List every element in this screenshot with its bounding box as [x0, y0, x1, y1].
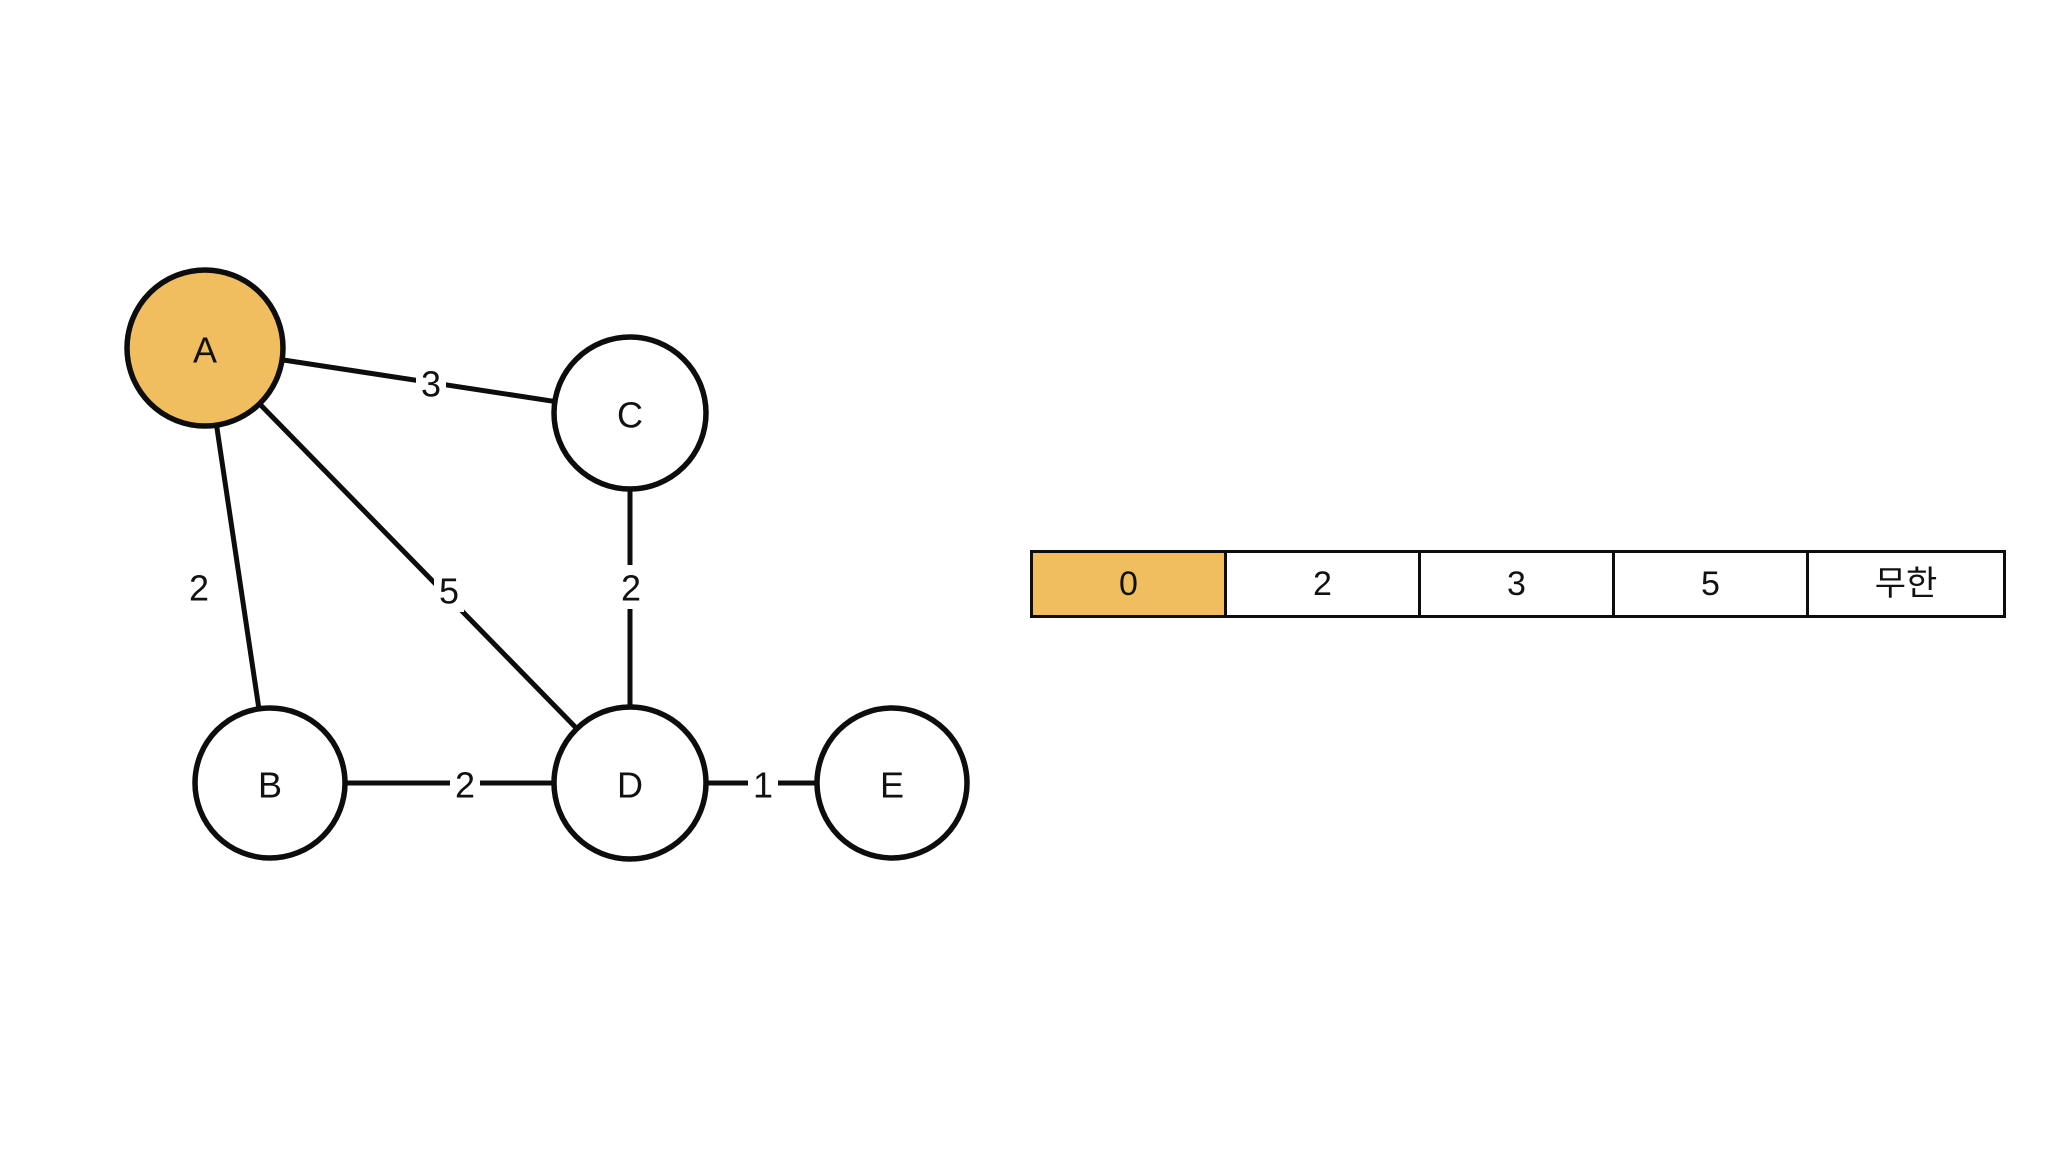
- distance-table: 0 2 3 5 무한: [1030, 550, 2006, 618]
- edge-weight-a-d: 5: [439, 571, 459, 612]
- edge-weight-backdrop: [434, 568, 464, 612]
- graph-node-c[interactable]: [551, 334, 709, 492]
- graph-node-b[interactable]: [192, 705, 348, 861]
- edge-weight-c-d: 2: [621, 568, 641, 609]
- graph-node-label-d: D: [617, 765, 643, 806]
- node-layer: A B C D E: [124, 267, 970, 862]
- distance-cell-2[interactable]: 3: [1421, 553, 1615, 615]
- distance-cell-0[interactable]: 0: [1033, 553, 1227, 615]
- distance-cell-value: 0: [1119, 565, 1138, 603]
- graph-edge-a-b: [213, 422, 262, 712]
- distance-cell-3[interactable]: 5: [1615, 553, 1809, 615]
- graph-node-label-a: A: [193, 330, 217, 371]
- distance-cell-value: 2: [1313, 565, 1332, 603]
- distance-cell-value: 5: [1701, 565, 1720, 603]
- edge-weight-backdrop: [748, 762, 778, 806]
- graph-node-label-e: E: [880, 765, 904, 806]
- edge-weight-a-b: 2: [189, 568, 209, 609]
- edge-weight-backdrop: [416, 361, 446, 405]
- graph-node-e[interactable]: [814, 705, 970, 861]
- distance-cell-1[interactable]: 2: [1227, 553, 1421, 615]
- edge-weight-b-d: 2: [455, 765, 475, 806]
- edge-weight-backdrop: [184, 565, 214, 609]
- edge-weight-a-c: 3: [421, 364, 441, 405]
- graph-canvas: A B C D E 3 2 5 2 2 1: [124, 267, 970, 862]
- graph-node-label-b: B: [258, 765, 282, 806]
- graph-panel: A B C D E 3 2 5 2 2 1: [0, 0, 1020, 1152]
- edge-weight-backdrop: [450, 762, 480, 806]
- distance-cell-value: 3: [1507, 565, 1526, 603]
- edge-weight-d-e: 1: [753, 765, 773, 806]
- edge-weight-backdrop: [616, 565, 646, 609]
- graph-edge-a-d: [256, 400, 581, 732]
- distance-cell-value: 무한: [1874, 565, 1938, 603]
- graph-node-a[interactable]: [124, 267, 286, 429]
- graph-node-label-c: C: [617, 395, 643, 436]
- distance-cell-4[interactable]: 무한: [1809, 553, 2003, 615]
- edge-weight-layer: 3 2 5 2 2 1: [184, 361, 778, 806]
- graph-node-d[interactable]: [551, 704, 709, 862]
